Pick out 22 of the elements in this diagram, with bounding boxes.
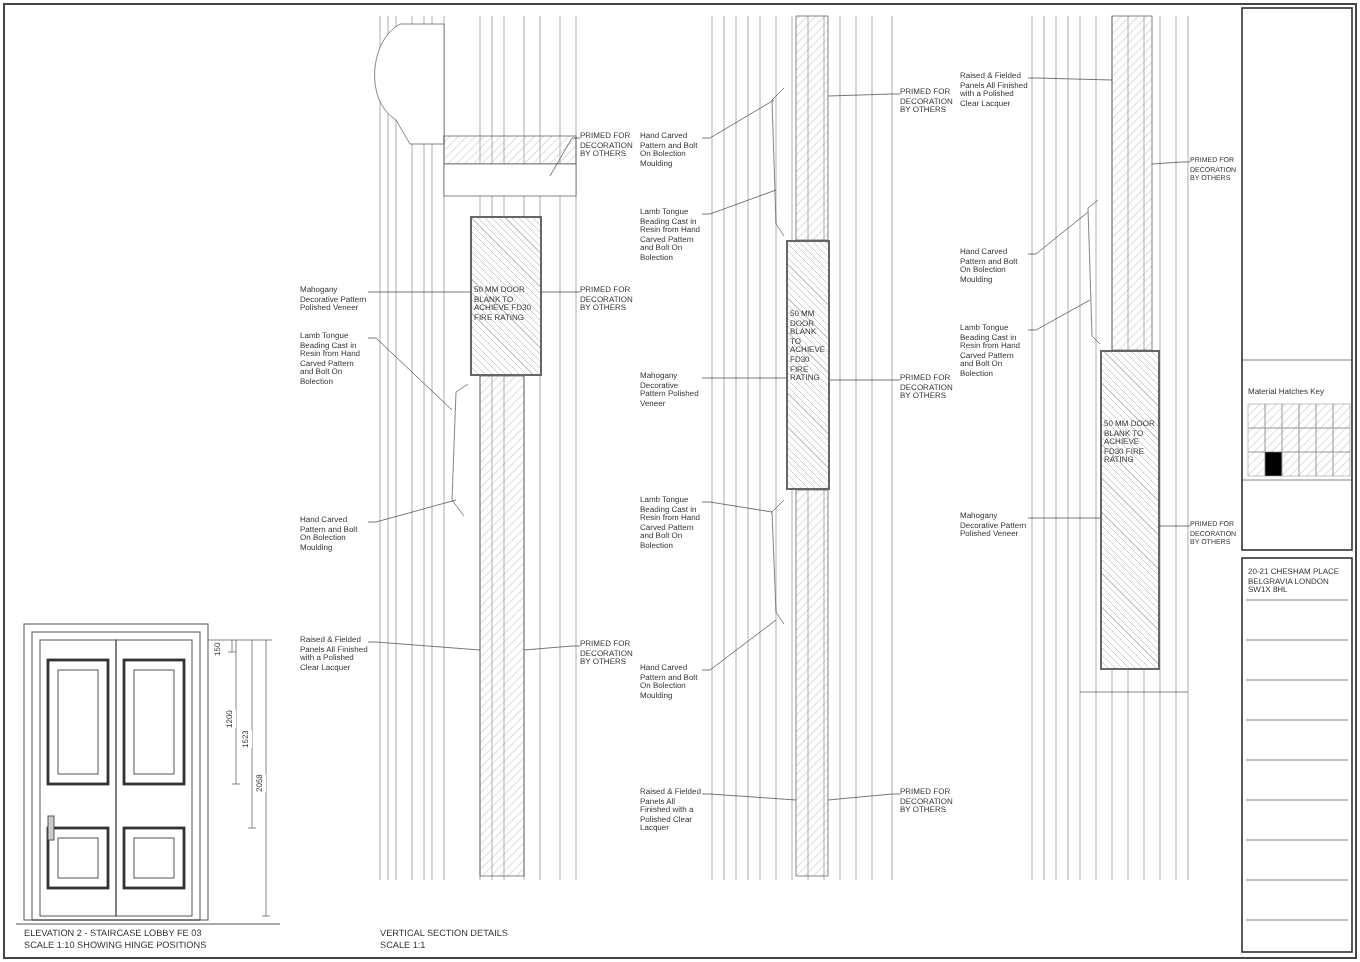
leader-line [829, 379, 901, 381]
leader-line [367, 641, 481, 651]
leader-line [1027, 517, 1101, 519]
leader-line [701, 189, 777, 215]
leader-line [827, 93, 901, 97]
leader-line [523, 645, 581, 651]
leader-line [541, 291, 581, 293]
leader-line [701, 793, 797, 801]
leader-line [1027, 77, 1113, 81]
leader-line [701, 99, 775, 139]
leader-line [367, 337, 453, 411]
leader-line [701, 501, 773, 513]
leader-line [1027, 299, 1091, 331]
leader-line [1151, 161, 1191, 165]
leader-line [549, 137, 581, 177]
leader-line [1159, 525, 1191, 527]
leader-line [367, 499, 457, 523]
leader-line [367, 291, 471, 293]
leader-line [1027, 211, 1089, 255]
leader-line [701, 377, 787, 379]
leader-line [701, 619, 777, 671]
leader-line [827, 793, 901, 801]
